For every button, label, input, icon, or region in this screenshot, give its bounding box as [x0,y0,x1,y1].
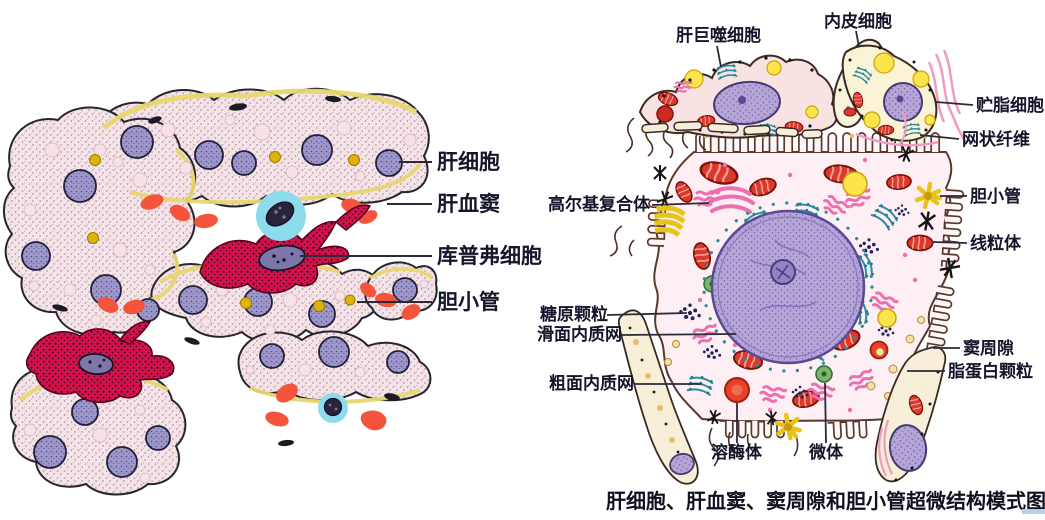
label-rough-er: 粗面内质网 [549,373,634,393]
endothelial-cell-bottom-right [874,346,947,483]
left-leader-lines [300,161,432,303]
label-microbody: 微体 [808,442,844,462]
leukocyte-2 [318,393,348,423]
golgi-saccules-pink [708,186,755,214]
right-ultrastructure-diagram: 肝巨噬细胞 内皮细胞 贮脂细胞 网状纤维 高尔基复合体 糖原颗粒 滑面内质网 粗… [537,11,1044,485]
label-bile-canaliculus-right: 胆小管 [970,186,1021,206]
red-blood-cells [97,194,421,431]
leader-glycogen [606,312,688,316]
fat-storing-cell [841,44,938,142]
label-reticular-fiber: 网状纤维 [962,129,1030,149]
endothelial-strip-lower-left [617,309,699,485]
hepatocyte-nuclei [21,125,418,478]
leader-fat-storing [935,101,974,106]
artifact-line [1022,509,1045,514]
leukocyte-1 [256,191,306,241]
leader-golgi [651,202,710,206]
lysosomes [724,340,889,403]
kupffer-cell-2 [25,320,175,404]
leader-mitochondrion [931,241,968,244]
label-smooth-er: 滑面内质网 [537,324,622,344]
label-kupffer: 库普弗细胞 [437,244,542,268]
label-endothelial: 内皮细胞 [824,11,892,31]
golgi-complex [653,205,687,237]
label-bile-canaliculus-left: 胆小管 [437,290,500,314]
label-golgi: 高尔基复合体 [548,194,651,214]
label-glycogen: 糖原颗粒 [540,304,608,324]
pink-vesicle-dots [697,157,918,413]
bile-canaliculus-dots [87,151,360,312]
label-macrophage: 肝巨噬细胞 [676,25,761,45]
nucleus [702,201,874,373]
label-perisinusoidal-space: 窦周隙 [963,338,1014,358]
label-lysosome: 溶酶体 [711,442,763,462]
label-fat-storing: 贮脂细胞 [975,95,1044,115]
macrophage-cell [638,54,838,139]
leader-microbody [824,382,827,444]
label-hepatocyte: 肝细胞 [437,150,500,174]
leader-smooth-er [621,333,737,336]
figure-caption: 肝细胞、肝血窦、窦周隙和胆小管超微结构模式图 [606,489,1045,513]
left-histology-diagram: 肝细胞 肝血窦 库普弗细胞 胆小管 [3,87,542,496]
leader-endothelial [855,30,860,48]
leader-macrophage [716,45,722,68]
label-sinusoid: 肝血窦 [437,192,500,216]
leader-reticular-fiber [919,134,960,140]
label-lipoprotein: 脂蛋白颗粒 [948,361,1033,381]
cytoplasm-vacuoles [23,114,429,484]
label-mitochondrion: 线粒体 [970,233,1022,253]
lipid-droplets [842,171,897,328]
endothelial-nuclei-flat [52,95,400,447]
reticular-fibers [855,49,968,147]
endothelium-fragments [641,120,823,139]
right-leader-lines [606,30,974,444]
kupffer-cell-1 [199,204,372,294]
